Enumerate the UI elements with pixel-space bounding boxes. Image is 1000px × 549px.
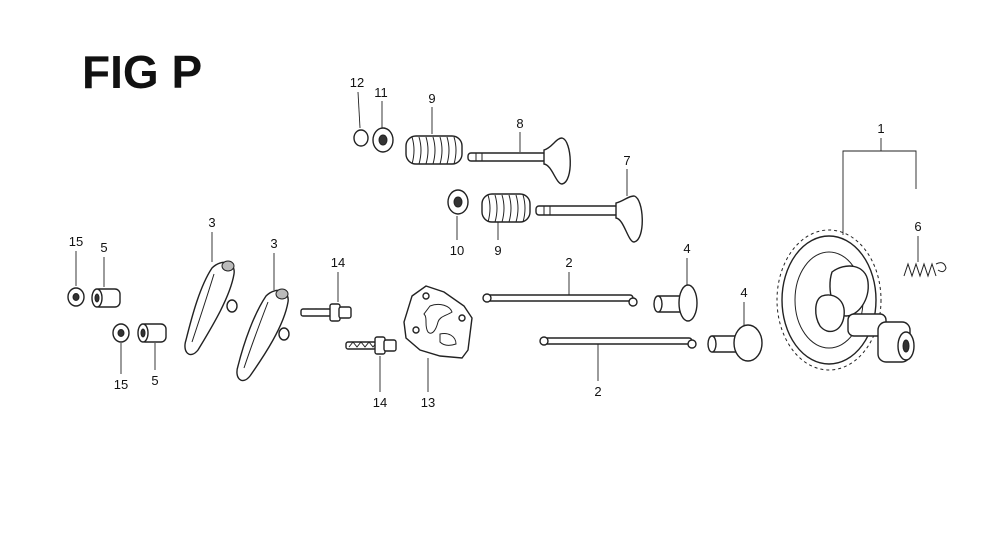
figure-title: FIG P: [82, 46, 202, 98]
part-11-retainer: [372, 127, 394, 153]
label-15-top: 15: [69, 234, 83, 249]
label-9-top: 9: [428, 91, 435, 106]
part-4-tappet-bottom: [707, 324, 763, 362]
label-12: 12: [350, 75, 364, 90]
part-2-pushrod-bottom: [539, 336, 697, 349]
part-8-valve-exhaust: [467, 137, 571, 185]
label-13: 13: [421, 395, 435, 410]
label-15-bottom: 15: [114, 377, 128, 392]
label-3-right: 3: [270, 236, 277, 251]
label-4-bottom: 4: [740, 285, 747, 300]
callout-labels: 12 11 9 8 7 1 6 10 9 3 3 15 5 15 5 14: [69, 75, 922, 410]
part-12-cotter: [353, 129, 369, 147]
label-5-bottom: 5: [151, 373, 158, 388]
label-3-left: 3: [208, 215, 215, 230]
label-14-bottom: 14: [373, 395, 387, 410]
part-5-pivot-bottom: [137, 323, 167, 343]
part-1-camshaft: [776, 229, 915, 371]
label-6: 6: [914, 219, 921, 234]
part-15-nut-bottom: [112, 323, 130, 343]
part-9-spring-top: [405, 135, 463, 165]
part-3-rocker-left: [184, 260, 238, 356]
label-2-top: 2: [565, 255, 572, 270]
label-7: 7: [623, 153, 630, 168]
part-7-valve-intake: [535, 195, 643, 243]
part-10-stem-seal: [447, 189, 469, 215]
label-5-top: 5: [100, 240, 107, 255]
label-9-bottom: 9: [494, 243, 501, 258]
part-5-pivot-top: [91, 288, 121, 308]
label-11: 11: [374, 85, 388, 100]
leader-1-bracket: [842, 150, 917, 235]
part-15-nut-top: [67, 287, 85, 307]
label-14-top: 14: [331, 255, 345, 270]
label-2-bottom: 2: [594, 384, 601, 399]
leader-12: [357, 91, 361, 129]
part-13-guide-plate: [403, 285, 473, 359]
part-9-spring-bottom: [481, 193, 531, 223]
label-8: 8: [516, 116, 523, 131]
label-1: 1: [877, 121, 884, 136]
part-14-bolt-bottom: [345, 336, 397, 355]
part-4-tappet-top: [653, 284, 698, 322]
part-3-rocker-right: [236, 288, 290, 382]
label-4-top: 4: [683, 241, 690, 256]
part-14-bolt-top: [300, 303, 352, 322]
part-6-spring: [903, 262, 947, 278]
label-10: 10: [450, 243, 464, 258]
part-2-pushrod-top: [482, 293, 638, 307]
